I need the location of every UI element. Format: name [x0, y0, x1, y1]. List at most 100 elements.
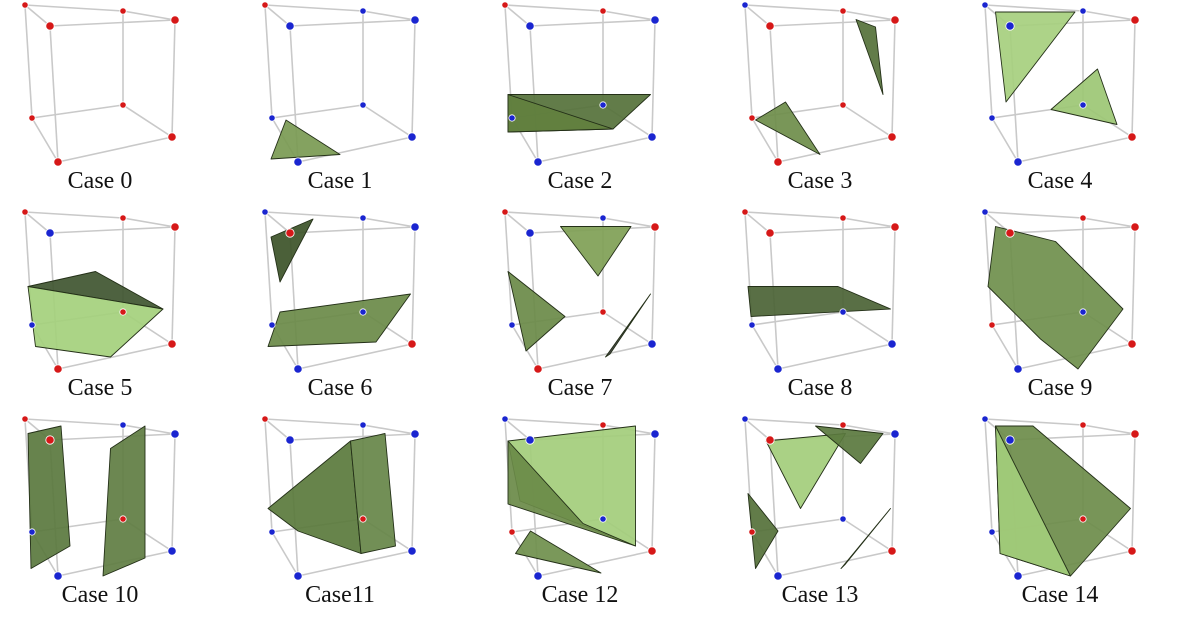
vertex-blue: [508, 114, 516, 122]
vertex-blue: [501, 415, 509, 423]
isosurface-triangle: [27, 425, 71, 569]
cube-edge: [264, 4, 291, 27]
vertex-blue: [410, 429, 420, 439]
vertex-red: [1130, 15, 1140, 25]
cube-edge: [1082, 10, 1136, 21]
vertex-red: [167, 132, 177, 142]
isosurface-triangle: [507, 94, 614, 133]
isosurface-triangle: [987, 226, 1124, 370]
cube-edge: [751, 324, 779, 370]
vertex-red: [119, 308, 127, 316]
cube-edge: [769, 226, 896, 234]
cube-edge: [24, 4, 51, 27]
cube-edge: [31, 104, 124, 119]
case-label: Case11: [305, 582, 375, 608]
cube-edge: [984, 418, 1084, 426]
case-label: Case 8: [787, 375, 853, 401]
vertex-blue: [988, 528, 996, 536]
vertex-red: [748, 528, 756, 536]
vertex-blue: [773, 571, 783, 581]
case-label: Case 12: [541, 582, 619, 608]
cube-edge: [744, 4, 753, 119]
vertex-red: [1079, 421, 1087, 429]
vertex-blue: [508, 321, 516, 329]
cube-edge: [264, 4, 273, 119]
isosurface-triangle: [267, 440, 362, 554]
cube-edge: [49, 25, 59, 163]
vertex-red: [887, 132, 897, 142]
isosurface-triangle: [995, 425, 1071, 577]
vertex-red: [765, 228, 775, 238]
vertex-blue: [53, 571, 63, 581]
vertex-red: [1127, 339, 1137, 349]
cube-edge: [504, 211, 513, 326]
cube-edge: [49, 433, 176, 441]
vertex-red: [45, 21, 55, 31]
vertex-red: [501, 1, 509, 9]
cube-edge: [362, 10, 416, 21]
vertex-blue: [650, 15, 660, 25]
case-cell: Case 0: [20, 1, 260, 209]
cube-edge: [891, 433, 896, 552]
vertex-red: [170, 222, 180, 232]
vertex-red: [887, 546, 897, 556]
vertex-red: [839, 101, 847, 109]
cube-edge: [751, 311, 844, 326]
vertex-blue: [28, 321, 36, 329]
vertex-blue: [748, 321, 756, 329]
cube-edge: [537, 550, 653, 577]
cube-edge: [984, 4, 993, 119]
cube-edge: [842, 424, 896, 435]
isosurface-triangle: [270, 119, 341, 160]
vertex-red: [599, 308, 607, 316]
vertex-blue: [268, 321, 276, 329]
vertex-blue: [647, 132, 657, 142]
vertex-blue: [410, 15, 420, 25]
vertex-red: [53, 364, 63, 374]
vertex-blue: [359, 214, 367, 222]
cube-edge: [991, 117, 1019, 163]
vertex-red: [501, 208, 509, 216]
isosurface-triangle: [102, 425, 146, 577]
cube-edge: [122, 104, 173, 138]
vertex-blue: [170, 429, 180, 439]
case-cell: Case 1: [260, 1, 500, 209]
cube-edge: [122, 10, 176, 21]
vertex-red: [741, 208, 749, 216]
cube-edge: [362, 104, 413, 138]
vertex-red: [285, 228, 295, 238]
vertex-red: [21, 1, 29, 9]
case-label: Case 5: [67, 375, 133, 401]
cube-edge: [504, 211, 604, 219]
cube-edge: [271, 104, 364, 119]
case-cell: Case 6: [260, 208, 500, 416]
vertex-blue: [359, 101, 367, 109]
vertex-blue: [533, 571, 543, 581]
vertex-blue: [981, 208, 989, 216]
vertex-red: [119, 515, 127, 523]
cube-edge: [122, 217, 176, 228]
isosurface-triangle: [560, 226, 632, 277]
isosurface-triangle: [995, 11, 1076, 103]
cube-edge: [842, 10, 896, 21]
vertex-blue: [1079, 101, 1087, 109]
isosurface-triangle: [1050, 68, 1118, 125]
vertex-red: [119, 101, 127, 109]
isosurface-triangle: [755, 101, 821, 155]
cube-edge: [529, 25, 539, 163]
cube-edge: [751, 117, 779, 163]
cube-edge: [297, 343, 413, 370]
cube-diagram: [741, 208, 900, 374]
vertex-red: [53, 157, 63, 167]
cube-edge: [891, 226, 896, 345]
isosurface-triangle: [855, 19, 884, 95]
cube-edge: [891, 19, 896, 138]
vertex-red: [1079, 214, 1087, 222]
vertex-red: [1127, 132, 1137, 142]
cube-edge: [264, 211, 364, 219]
vertex-blue: [1079, 7, 1087, 15]
cube-diagram: [741, 1, 900, 167]
vertex-red: [359, 515, 367, 523]
vertex-red: [599, 7, 607, 15]
